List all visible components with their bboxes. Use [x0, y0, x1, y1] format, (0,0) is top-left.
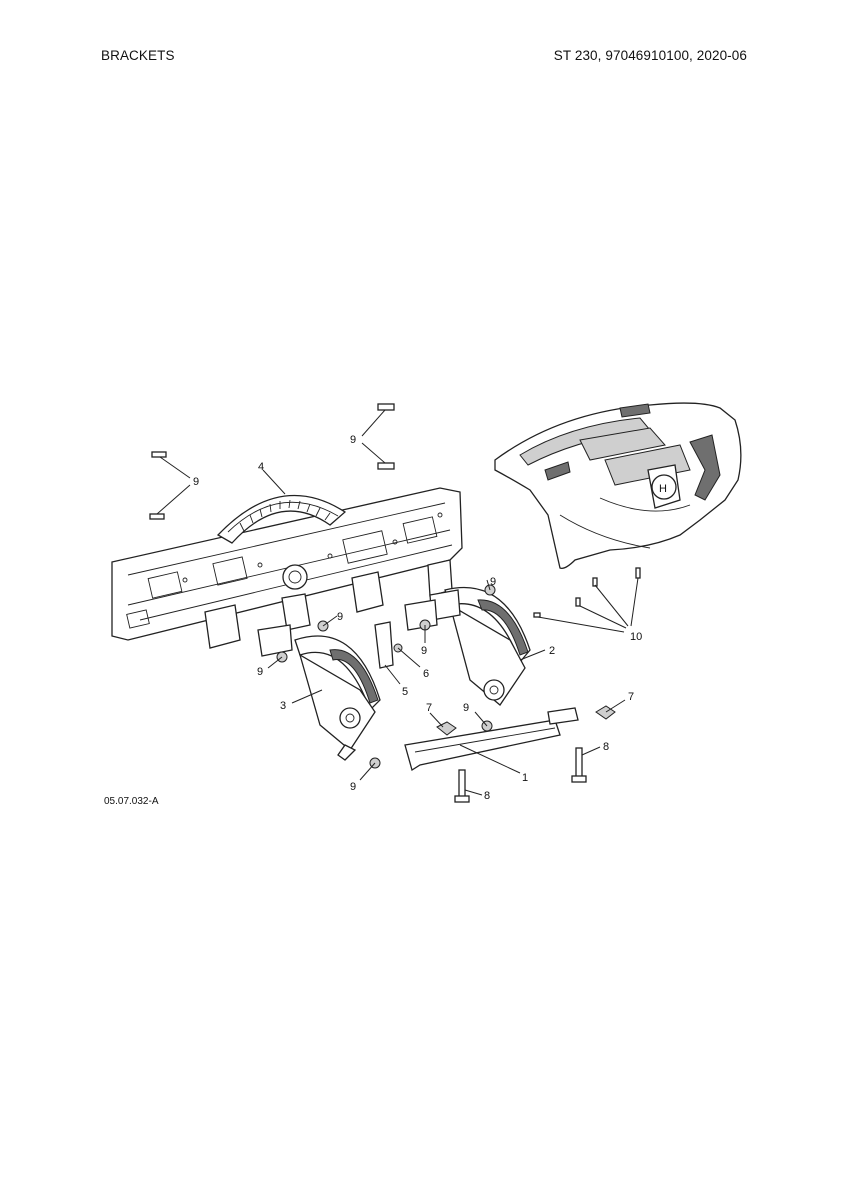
callout-9-e: 9 — [257, 666, 263, 678]
callout-8a: 8 — [484, 790, 490, 802]
callout-9-h: 9 — [350, 781, 356, 793]
figure-code: 05.07.032-A — [104, 796, 159, 807]
callout-5: 5 — [402, 686, 408, 698]
bolt-part-8 — [454, 747, 587, 803]
callout-1: 1 — [522, 772, 528, 784]
callout-9-a: 9 — [193, 476, 199, 488]
callout-9-d: 9 — [337, 611, 343, 623]
callout-6: 6 — [423, 668, 429, 680]
callout-10: 10 — [630, 631, 642, 643]
segment-bracket-right-part-2 — [404, 586, 531, 706]
callout-9-c: 9 — [490, 576, 496, 588]
callout-9-f: 9 — [421, 645, 427, 657]
callout-labels: 1 2 3 4 5 6 7 7 8 8 9 9 9 9 9 9 9 9 10 — [193, 434, 642, 802]
callout-2: 2 — [549, 645, 555, 657]
callout-8b: 8 — [603, 741, 609, 753]
logo-glyph: H — [659, 483, 667, 495]
segment-bracket-left-part-3 — [257, 593, 381, 761]
callout-3: 3 — [280, 700, 286, 712]
model-info: ST 230, 97046910100, 2020-06 — [553, 48, 747, 63]
callout-9-b: 9 — [350, 434, 356, 446]
callout-7a: 7 — [426, 702, 432, 714]
sector-gear-part-4 — [216, 494, 347, 544]
bar-part-1 — [404, 707, 579, 772]
page-title: BRACKETS — [101, 48, 175, 63]
strap-part-5 — [374, 621, 403, 669]
callout-7b: 7 — [628, 691, 634, 703]
callout-9-g: 9 — [463, 702, 469, 714]
plate-tabs — [204, 559, 453, 649]
leader-lines — [156, 409, 639, 796]
callout-4: 4 — [258, 461, 264, 473]
dashboard-cover: H — [494, 402, 742, 569]
main-bracket-plate — [111, 487, 463, 641]
pins-part-10 — [533, 567, 641, 618]
